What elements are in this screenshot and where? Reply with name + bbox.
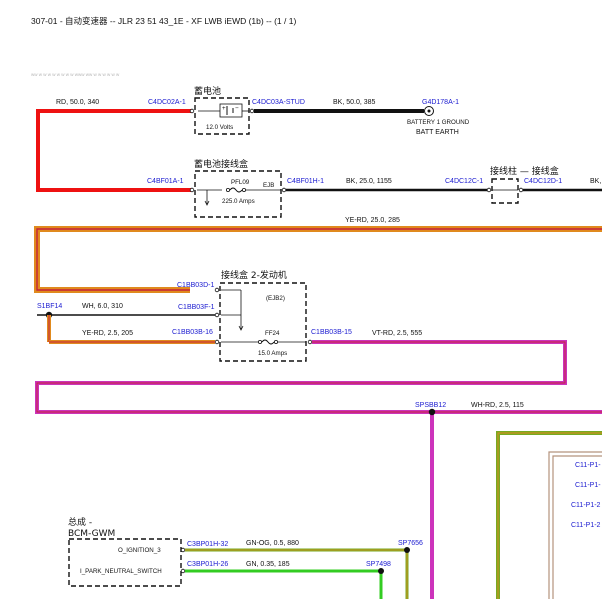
- bcm-title-1: 总成 -: [68, 516, 92, 528]
- pin-terminal: [189, 187, 195, 193]
- splice-sp7498-dot: [378, 568, 384, 574]
- page-title: 307-01 - 自动变速器 -- JLR 23 51 43_1E - XF L…: [31, 16, 296, 26]
- wire-label-gn: GN, 0.35, 185: [246, 561, 290, 568]
- junction-pin-left: C4BF01A-1: [147, 178, 184, 185]
- wire-red-battery: [36, 109, 191, 192]
- battery-volts: 12.0 Volts: [206, 124, 233, 131]
- wire-vt-rd: [35, 340, 602, 414]
- bcm-title-2: BCM-GWM: [68, 529, 115, 539]
- pin-terminal: [214, 312, 220, 318]
- terminal-post-pin: C4DC12D-1: [524, 178, 562, 185]
- pin-terminal: [189, 108, 195, 114]
- wire-label-vt-rd: VT-RD, 2.5, 555: [372, 330, 422, 337]
- ground-symbol-icon: [424, 106, 434, 116]
- bcm-pin-26: C3BP01H-26: [187, 561, 228, 568]
- junction-box-component: [194, 170, 282, 218]
- faint-caption: ww w w w w w w w w www ww w w w w w w: [31, 72, 120, 77]
- right-connector-block: [548, 451, 602, 599]
- splice-sp7656-dot: [404, 547, 410, 553]
- svg-text:+: +: [222, 105, 226, 112]
- splice-sp7498: SP7498: [366, 561, 391, 568]
- engine-box-component: [219, 282, 307, 362]
- pin-terminal: [180, 547, 186, 553]
- splice-spsbb12-dot: [428, 408, 436, 416]
- bcm-pin-32: C3BP01H-32: [187, 541, 228, 548]
- pin-terminal: [180, 568, 186, 574]
- splice-s1bf14: S1BF14: [37, 303, 62, 310]
- fuse-ff24: FF24: [265, 330, 280, 337]
- wire-gn-0-35: [185, 569, 383, 599]
- pin-terminal: [281, 187, 287, 193]
- fuse-rating-225: 225.0 Amps: [222, 198, 255, 205]
- ground-line2: BATT EARTH: [416, 129, 459, 136]
- bcm-signal-ignition: O_IGNITION_3: [118, 547, 161, 554]
- pin-terminal: [486, 187, 492, 193]
- terminal-post-component: [491, 178, 519, 204]
- wire-gn-og-upper: [496, 431, 602, 599]
- wire-label-ye-rd-25: YE-RD, 25.0, 285: [345, 217, 400, 224]
- bcm-module: [68, 538, 182, 587]
- engine-pin-b15: C1BB03B-15: [311, 329, 352, 336]
- junction-box-ejb: EJB: [263, 182, 274, 189]
- junction-pin-right: C4BF01H-1: [287, 178, 324, 185]
- battery-component: + −: [194, 97, 250, 135]
- right-connector-1: C11-P1-: [575, 462, 601, 469]
- junction-pin-far: C4DC12C-1: [445, 178, 483, 185]
- splice-sp7656: SP7656: [398, 540, 423, 547]
- pin-terminal: [518, 187, 524, 193]
- ground-pin: G4D178A-1: [422, 99, 459, 106]
- wire-gn-og-0-5: [185, 548, 409, 599]
- pin-terminal: [214, 287, 220, 293]
- engine-pin-d: C1BB03D-1: [177, 282, 214, 289]
- wire-label-red: RD, 50.0, 340: [56, 99, 99, 106]
- ground-line1: BATTERY 1 GROUND: [407, 119, 470, 126]
- junction-box-title: 蓄电池接线盒: [194, 158, 248, 170]
- fuse-rating-15: 15.0 Amps: [258, 350, 287, 357]
- wire-label-black: BK, 50.0, 385: [333, 99, 376, 106]
- battery-title: 蓄电池: [194, 85, 221, 97]
- pin-terminal: [249, 108, 255, 114]
- wire-label-wh-rd: WH-RD, 2.5, 115: [471, 402, 524, 409]
- fuse-pfl09: PFL09: [231, 179, 250, 186]
- wire-label-bk-cut: BK,: [590, 178, 601, 185]
- pin-terminal: [214, 339, 220, 345]
- right-connector-2: C11-P1-: [575, 482, 601, 489]
- wire-label-ye-rd-2-5: YE-RD, 2.5, 205: [82, 330, 133, 337]
- pin-terminal: [307, 339, 313, 345]
- wire-label-wh: WH, 6.0, 310: [82, 303, 123, 310]
- wire-ye-rd-25: [34, 226, 602, 293]
- wire-label-gn-og: GN-OG, 0.5, 880: [246, 540, 299, 547]
- svg-text:−: −: [235, 105, 239, 112]
- wire-ye-rd-2-5: [47, 315, 215, 344]
- bcm-signal-park-neutral: I_PARK_NEUTRAL_SWITCH: [80, 568, 162, 575]
- splice-spsbb12: SPSBB12: [415, 402, 446, 409]
- wire-label-bk25: BK, 25.0, 1155: [346, 178, 392, 185]
- engine-box-sub: (EJB2): [266, 295, 285, 302]
- terminal-post-title: 接线柱 — 接线盒: [490, 165, 559, 177]
- right-connector-3: C11-P1-2: [571, 502, 601, 509]
- battery-pin-right: C4DC03A-STUD: [252, 99, 305, 106]
- right-connector-4: C11-P1-2: [571, 522, 601, 529]
- engine-pin-b16: C1BB03B-16: [172, 329, 213, 336]
- battery-pin-left: C4DC02A-1: [148, 99, 186, 106]
- engine-box-title: 接线盒 2-发动机: [221, 269, 287, 281]
- engine-pin-f: C1BB03F-1: [178, 304, 215, 311]
